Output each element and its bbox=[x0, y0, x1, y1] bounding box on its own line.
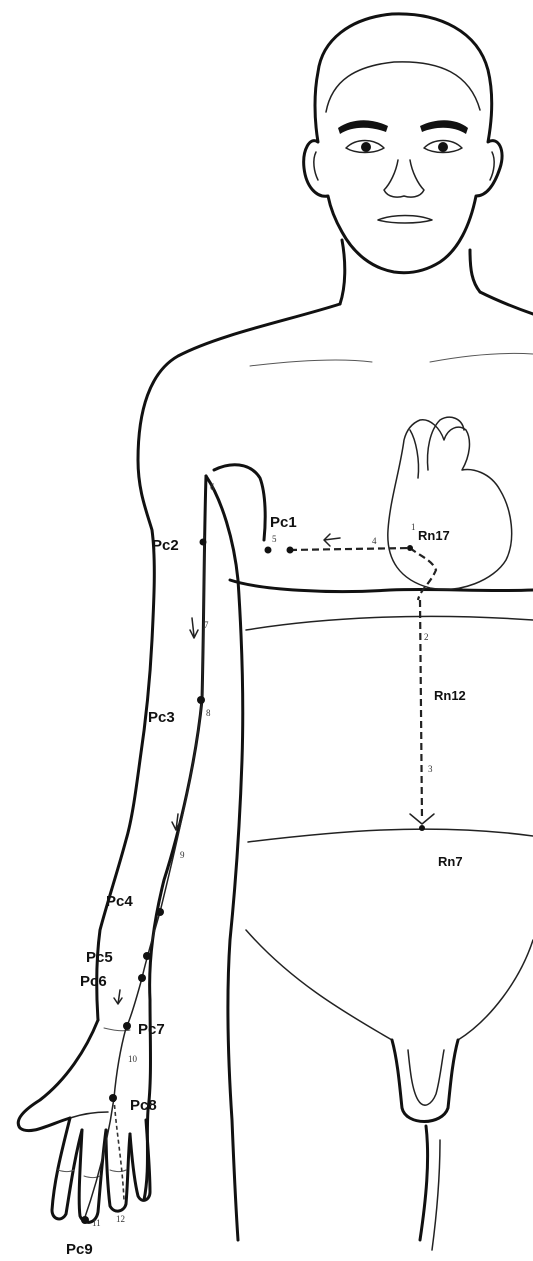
label-pc8: Pc8 bbox=[130, 1097, 157, 1114]
dot-pc2 bbox=[200, 539, 207, 546]
num-5: 5 bbox=[272, 534, 277, 544]
num-7: 7 bbox=[204, 620, 209, 630]
label-pc2: Pc2 bbox=[152, 537, 179, 554]
dot-pc4 bbox=[156, 908, 164, 916]
dot-pc5 bbox=[143, 952, 151, 960]
path-numbers: 1 2 3 4 5 6 7 8 9 10 11 12 bbox=[92, 482, 433, 1228]
dot-rn17 bbox=[407, 545, 413, 551]
hip-left bbox=[246, 930, 392, 1040]
mouth bbox=[378, 216, 432, 224]
label-pc4: Pc4 bbox=[106, 893, 133, 910]
hairline bbox=[326, 62, 480, 112]
head bbox=[304, 14, 502, 273]
waist-line bbox=[248, 829, 533, 842]
right-ear bbox=[490, 152, 494, 180]
leg-line-2 bbox=[432, 1140, 440, 1250]
torso bbox=[97, 240, 533, 1250]
heart-illustration bbox=[388, 417, 512, 589]
label-pc9: Pc9 bbox=[66, 1241, 93, 1258]
label-pc7: Pc7 bbox=[138, 1021, 165, 1038]
finger-index bbox=[52, 1118, 82, 1219]
head-outline bbox=[304, 14, 502, 273]
num-10: 10 bbox=[128, 1054, 138, 1064]
point-dots bbox=[81, 539, 425, 1225]
path-arm bbox=[84, 536, 204, 1220]
num-6: 6 bbox=[210, 482, 215, 492]
path-chest-pc1 bbox=[290, 548, 410, 550]
forearm-inner-contour bbox=[144, 700, 202, 1200]
label-rn17: Rn17 bbox=[418, 528, 450, 543]
upper-arm-inner bbox=[214, 465, 265, 540]
right-shoulder bbox=[480, 292, 533, 314]
dot-pc3 bbox=[197, 696, 205, 704]
left-clavicle bbox=[250, 360, 372, 366]
hip-right bbox=[458, 940, 533, 1040]
chest-underline bbox=[230, 580, 533, 592]
label-pc1: Pc1 bbox=[270, 514, 297, 531]
torso-left-side bbox=[206, 476, 243, 1240]
neck-left bbox=[340, 240, 345, 304]
dot-pc7 bbox=[123, 1022, 131, 1030]
right-pupil bbox=[438, 142, 448, 152]
num-1: 1 bbox=[411, 522, 416, 532]
arrow-chest bbox=[324, 534, 340, 546]
label-pc5: Pc5 bbox=[86, 949, 113, 966]
dot-pc1b bbox=[287, 547, 294, 554]
point-labels: Pc1 Pc2 Pc3 Pc4 Pc5 Pc6 Pc7 Pc8 Pc9 Rn17… bbox=[66, 514, 466, 1258]
dot-pc6 bbox=[138, 974, 146, 982]
left-pupil bbox=[361, 142, 371, 152]
label-pc3: Pc3 bbox=[148, 709, 175, 726]
palm-crease bbox=[70, 1112, 108, 1118]
genital-outline bbox=[392, 1040, 458, 1122]
heart-outline bbox=[388, 420, 512, 590]
num-8: 8 bbox=[206, 708, 211, 718]
path-heart-loop bbox=[410, 548, 436, 600]
neck-right bbox=[470, 250, 480, 292]
num-3: 3 bbox=[428, 764, 433, 774]
num-4: 4 bbox=[372, 536, 377, 546]
right-eyebrow bbox=[420, 120, 468, 134]
path-descending bbox=[420, 600, 422, 820]
left-ear bbox=[314, 152, 318, 180]
arrow-upper-arm bbox=[190, 618, 198, 638]
dot-pc8 bbox=[109, 1094, 117, 1102]
nose bbox=[384, 160, 424, 197]
label-pc6: Pc6 bbox=[80, 973, 107, 990]
left-eyebrow bbox=[338, 120, 388, 134]
meridian-paths bbox=[84, 534, 436, 1220]
aorta bbox=[428, 417, 465, 470]
genital-inner bbox=[408, 1050, 444, 1105]
right-clavicle bbox=[430, 353, 533, 362]
left-shoulder-arm-outer bbox=[97, 304, 340, 1020]
num-9: 9 bbox=[180, 850, 185, 860]
dot-pc1 bbox=[265, 547, 272, 554]
path-finger-dashed bbox=[114, 1098, 124, 1200]
finger-middle bbox=[79, 1130, 106, 1222]
heart-vessel bbox=[410, 430, 419, 478]
num-2: 2 bbox=[424, 632, 429, 642]
num-11: 11 bbox=[92, 1218, 101, 1228]
rib-line bbox=[246, 616, 533, 630]
finger-crease-3 bbox=[110, 1170, 126, 1172]
leg-line bbox=[420, 1126, 428, 1240]
dot-pc9 bbox=[81, 1216, 89, 1224]
num-12: 12 bbox=[116, 1214, 125, 1224]
finger-crease-1 bbox=[58, 1170, 74, 1172]
label-rn12: Rn12 bbox=[434, 688, 466, 703]
label-rn7: Rn7 bbox=[438, 854, 463, 869]
arrow-wrist bbox=[114, 990, 122, 1004]
dot-rn7 bbox=[419, 825, 425, 831]
